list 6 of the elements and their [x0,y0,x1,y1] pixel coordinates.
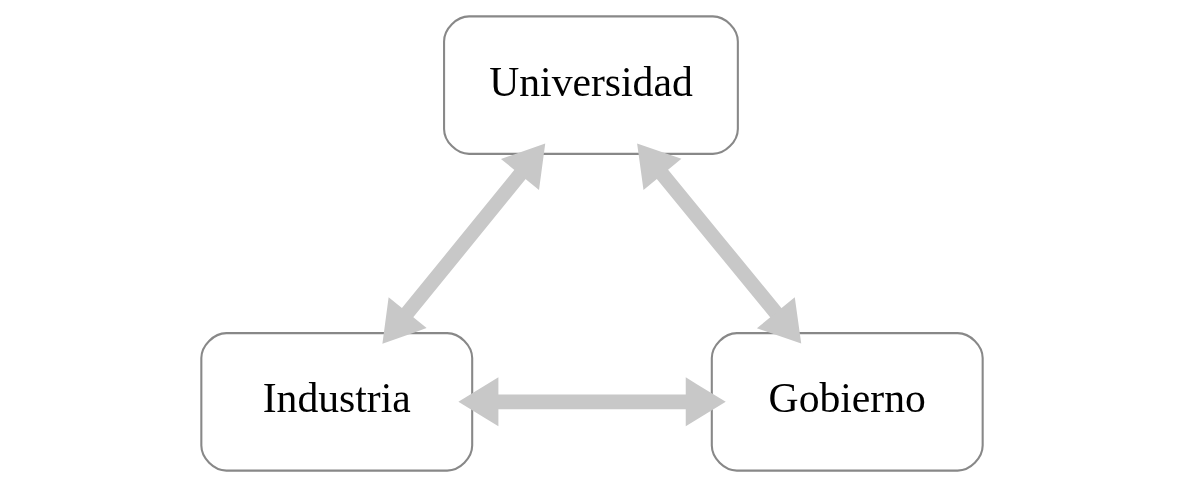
arrow [637,143,802,344]
arrow [382,143,546,344]
node-box: Universidad [443,15,739,155]
node-box: Industria [200,332,474,472]
node-box: Gobierno [710,332,984,472]
arrow [458,377,726,427]
